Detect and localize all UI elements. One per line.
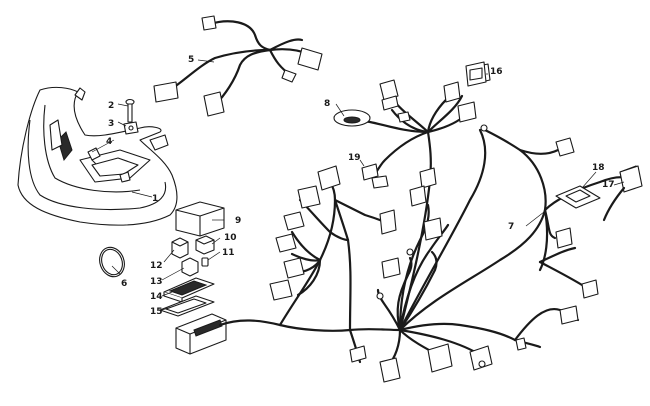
relay-10 <box>195 235 215 255</box>
callout-7: 7 <box>508 222 514 232</box>
bolt-and-clip <box>123 98 139 135</box>
callout-19: 19 <box>348 153 361 163</box>
callout-11: 11 <box>222 248 235 258</box>
headlight-harness <box>153 15 323 117</box>
callout-17: 17 <box>602 180 615 190</box>
headlight-assembly <box>17 86 178 226</box>
small-connector <box>87 147 101 165</box>
connector-16 <box>465 61 487 87</box>
callout-8: 8 <box>324 99 330 109</box>
callout-9: 9 <box>235 216 241 226</box>
label-plate-18 <box>555 185 601 209</box>
callout-10: 10 <box>224 233 237 243</box>
callout-12: 12 <box>150 261 163 271</box>
callout-13: 13 <box>150 277 163 287</box>
callout-16: 16 <box>490 67 503 77</box>
callout-4: 4 <box>106 137 112 147</box>
relay-box <box>175 201 225 237</box>
callout-14: 14 <box>150 292 163 302</box>
leader-lines <box>91 59 625 311</box>
callout-1: 1 <box>152 194 158 204</box>
gasket-15 <box>159 295 215 317</box>
ring-6 <box>99 246 125 278</box>
callout-2: 2 <box>108 101 114 111</box>
connectors <box>269 63 641 383</box>
callout-6: 6 <box>121 279 127 289</box>
callout-15: 15 <box>150 307 163 317</box>
callout-5: 5 <box>188 55 194 65</box>
relay-13 <box>181 257 199 277</box>
connector-17 <box>602 165 643 222</box>
fuse-11 <box>201 257 209 267</box>
callout-3: 3 <box>108 119 114 129</box>
callout-18: 18 <box>592 163 605 173</box>
callout-labels: 1 2 3 4 5 6 7 8 9 10 11 12 13 14 15 16 1… <box>106 55 615 317</box>
relay-12 <box>171 237 189 259</box>
fuse-block-14 <box>163 277 215 303</box>
